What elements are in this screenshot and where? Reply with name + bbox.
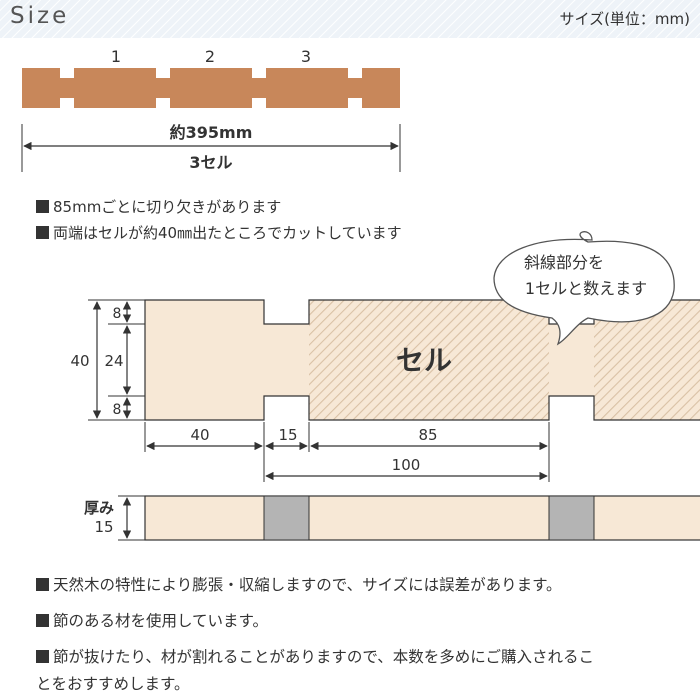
bullet-square (36, 200, 49, 213)
detail-board: セル 斜線部分を 1セルと数えます 40 8 24 8 40 15 85 100 (70, 231, 700, 482)
cells-label: 3セル (189, 153, 232, 172)
dim-15: 15 (278, 426, 297, 444)
hatched-cell-area (309, 300, 551, 420)
dim-85: 85 (418, 426, 437, 444)
top-board-shape (22, 68, 400, 108)
unit-label: サイズ(単位：mm) (559, 10, 690, 28)
note-text: 天然木の特性により膨張・収縮しますので、サイズには誤差があります。 (53, 576, 562, 594)
bullet-square (36, 614, 49, 627)
cell-number-1: 1 (111, 47, 121, 66)
speech-bubble-line-1: 斜線部分を (524, 253, 604, 272)
note-text-continued: とをおすすめします。 (36, 675, 190, 693)
note-end-cut: 両端はセルが約40㎜出たところでカットしています (36, 222, 402, 243)
detail-board-outline (144, 299, 700, 421)
cell-label: セル (396, 344, 452, 377)
thickness-board: 厚み 15 (84, 495, 700, 541)
dim-8-bottom: 8 (113, 402, 122, 418)
notch-mask-right-bottom (549, 396, 594, 420)
cell-number-3: 3 (301, 47, 311, 66)
bullet-square (36, 650, 49, 663)
dim-8-top: 8 (113, 306, 122, 322)
header-title: Size (10, 3, 70, 29)
header-bar: Size サイズ(単位：mm) (0, 0, 700, 38)
thickness-label: 厚み (84, 499, 114, 517)
cell-number-2: 2 (205, 47, 215, 66)
thickness-board-body (144, 495, 700, 541)
bullet-square (36, 226, 49, 239)
detail-board-left-part (145, 300, 309, 420)
length-label: 約395mm (170, 123, 253, 142)
note-natural-wood: 天然木の特性により膨張・収縮しますので、サイズには誤差があります。 (36, 572, 562, 599)
thickness-knot-1 (263, 495, 310, 541)
thickness-value: 15 (94, 518, 113, 536)
dim-100: 100 (392, 456, 421, 474)
note-text: 両端はセルが約40㎜出たところでカットしています (53, 224, 402, 242)
speech-bubble-line-2: 1セルと数えます (525, 279, 647, 298)
bullet-square (36, 578, 49, 591)
dim-40-height: 40 (70, 352, 89, 370)
note-buy-extra: 節が抜けたり、材が割れることがありますので、本数を多めにご購入されるこ とをおす… (36, 644, 594, 698)
note-text: 節が抜けたり、材が割れることがありますので、本数を多めにご購入されるこ (53, 648, 594, 666)
hatched-cell-right-gap (549, 324, 594, 396)
top-board: 1 2 3 約395mm 3セル (21, 47, 401, 172)
note-text: 85mmごとに切り欠きがあります (53, 198, 282, 216)
note-knots: 節のある材を使用しています。 (36, 608, 268, 635)
note-text: 節のある材を使用しています。 (53, 612, 268, 630)
dim-24: 24 (104, 352, 123, 370)
dim-bottom-40: 40 (190, 426, 209, 444)
speech-bubble (493, 231, 675, 346)
thickness-knot-2 (548, 495, 595, 541)
note-notch-interval: 85mmごとに切り欠きがあります (36, 196, 281, 217)
